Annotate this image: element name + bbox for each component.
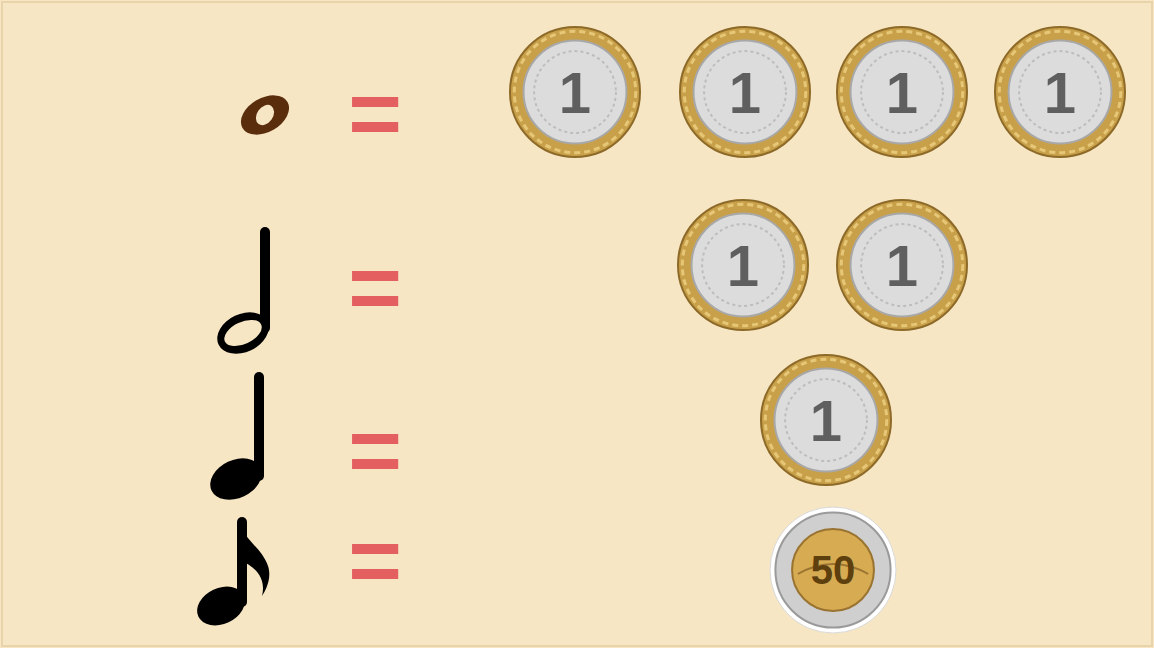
eighth-note <box>191 520 270 633</box>
lira-coin: 1 <box>679 26 811 158</box>
coin-value: 1 <box>994 26 1126 158</box>
quarter-note <box>203 377 268 508</box>
lira-coin: 1 <box>760 354 892 486</box>
lira-coin: 1 <box>994 26 1126 158</box>
coin-value: 1 <box>836 26 968 158</box>
coin-value: 1 <box>677 199 809 331</box>
half-note <box>210 232 275 362</box>
lira-coin: 1 <box>836 199 968 331</box>
lira-coin: 1 <box>509 26 641 158</box>
lira-coin: 1 <box>836 26 968 158</box>
coin-value: 1 <box>836 199 968 331</box>
coin-value: 1 <box>509 26 641 158</box>
lira-coin: 1 <box>677 199 809 331</box>
equals-sign: = <box>348 404 402 496</box>
coin-value: 1 <box>679 26 811 158</box>
equals-sign: = <box>348 514 402 606</box>
equals-sign: = <box>348 241 402 333</box>
coin-value: 1 <box>760 354 892 486</box>
equals-sign: = <box>348 67 402 159</box>
kurus-coin: 50 <box>769 506 897 634</box>
whole-note <box>234 87 296 142</box>
coin-value: 50 <box>769 506 897 634</box>
